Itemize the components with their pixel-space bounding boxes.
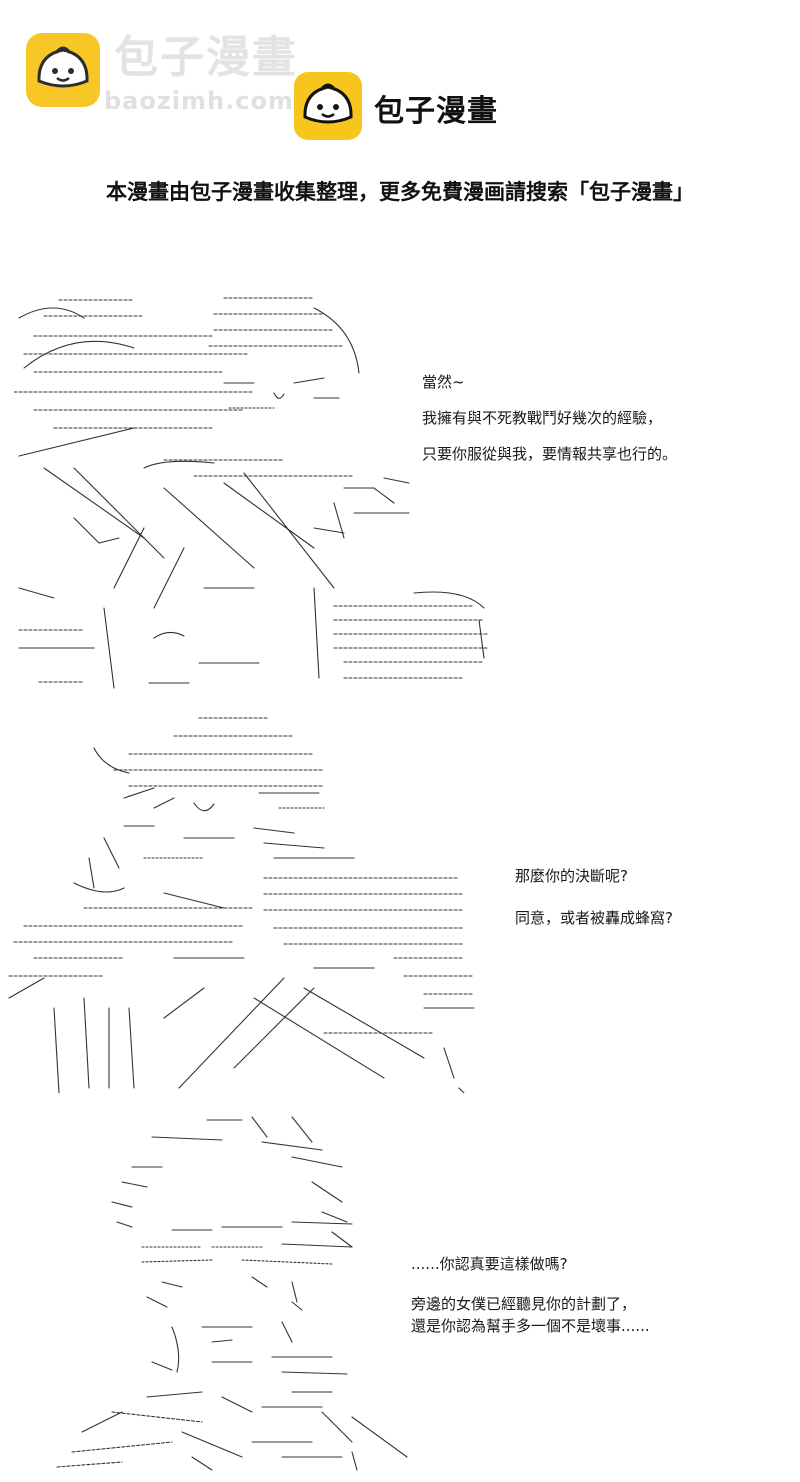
character-with-sword-ascii-art — [4, 708, 489, 1093]
spiky-hair-boy-ascii-art — [52, 1112, 422, 1472]
dialogue-line: 只要你服從與我，要情報共享也行的。 — [422, 445, 678, 463]
dialogue-box-3: ......你認真要這樣做嗎? 旁邊的女僕已經聽見你的計劃了， 還是你認為幫手多… — [411, 1254, 650, 1336]
brand-header: 包子漫畫 — [294, 72, 524, 142]
dialogue-box-2: 那麼你的決斷呢? 同意，或者被轟成蜂窩? — [515, 866, 673, 928]
bun-mascot-icon — [26, 33, 100, 107]
watermark-domain: baozimh.com — [104, 87, 294, 115]
dialogue-line: 當然~ — [422, 373, 465, 391]
dialogue-line: 那麼你的決斷呢? — [515, 867, 628, 885]
source-notice: 本漫畫由包子漫畫收集整理，更多免費漫画請搜索「包子漫畫」 — [106, 180, 694, 204]
watermark-title: 包子漫畫 — [114, 32, 298, 83]
brand-title: 包子漫畫 — [374, 94, 498, 129]
dialogue-line: 旁邊的女僕已經聽見你的計劃了， — [411, 1295, 637, 1313]
watermark: 包子漫畫 baozimh.com — [26, 33, 336, 123]
two-characters-ascii-art — [14, 288, 494, 693]
dialogue-line: 同意，或者被轟成蜂窩? — [515, 909, 673, 927]
dialogue-line: 還是你認為幫手多一個不是壞事...... — [411, 1317, 650, 1335]
dialogue-line: 我擁有與不死教戰鬥好幾次的經驗， — [422, 409, 663, 427]
dialogue-line: ......你認真要這樣做嗎? — [411, 1255, 568, 1273]
dialogue-box-1: 當然~ 我擁有與不死教戰鬥好幾次的經驗， 只要你服從與我，要情報共享也行的。 — [422, 372, 677, 464]
bun-mascot-icon — [294, 72, 362, 140]
